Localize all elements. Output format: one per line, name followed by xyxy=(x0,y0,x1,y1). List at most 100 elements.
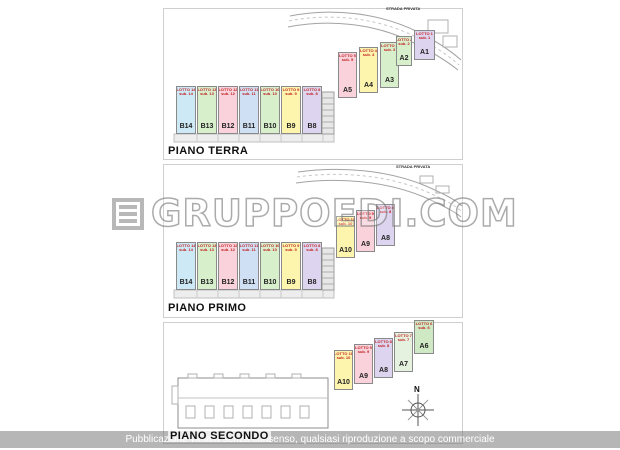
unit-sub-label: sub. 8 xyxy=(306,91,318,96)
unit-sub-label: sub. 12 xyxy=(221,91,235,96)
unit-code: A9 xyxy=(361,241,370,248)
unit-a6-secondo: LOTTO 6 sub. 6 A6 xyxy=(414,320,434,354)
unit-sub-label: sub. 8 xyxy=(306,247,318,252)
unit-code: B12 xyxy=(221,123,235,130)
unit-code: B10 xyxy=(263,123,277,130)
unit-code: A6 xyxy=(419,343,429,350)
unit-sub-label: sub. 6 xyxy=(418,325,430,330)
unit-sub-label: sub. 3 xyxy=(383,47,396,52)
unit-a10-secondo: LOTTO 10 sub. 10 A10 xyxy=(334,350,353,390)
unit-lotto-label: LOTTO 9 xyxy=(282,243,300,248)
unit-lotto-label: LOTTO 10 xyxy=(260,243,280,248)
unit-sub-label: sub. 10 xyxy=(336,355,351,360)
unit-lotto-label: LOTTO 8 xyxy=(375,339,392,344)
unit-code: A9 xyxy=(359,373,368,380)
unit-code: A5 xyxy=(343,87,352,94)
unit-sub-label: sub. 13 xyxy=(200,91,214,96)
unit-sub-label: sub. 12 xyxy=(221,247,235,252)
unit-code: A10 xyxy=(337,379,350,386)
unit-code: B10 xyxy=(263,279,277,286)
unit-a2-terra: LOTTO 2 sub. 2 A2 xyxy=(396,36,412,66)
unit-lotto-label: LOTTO 10 xyxy=(336,217,355,222)
unit-lotto-label: LOTTO 8 xyxy=(303,87,321,92)
unit-lotto-label: LOTTO 10 xyxy=(334,351,353,356)
unit-sub-label: sub. 13 xyxy=(200,247,214,252)
road-label-terra: STRADA PRIVATA xyxy=(386,6,421,11)
unit-lotto-label: LOTTO 11 xyxy=(239,87,259,92)
unit-sub-label: sub. 14 xyxy=(179,91,193,96)
unit-sub-label: sub. 5 xyxy=(341,57,354,62)
unit-sub-label: sub. 10 xyxy=(263,247,277,252)
unit-code: B12 xyxy=(221,279,235,286)
unit-sub-label: sub. 9 xyxy=(357,349,370,354)
unit-sub-label: sub. 7 xyxy=(397,337,410,342)
unit-a8-secondo: LOTTO 8 sub. 8 A8 xyxy=(374,338,393,378)
unit-b9-primo: LOTTO 9 sub. 9 B9 xyxy=(281,242,301,290)
unit-sub-label: sub. 10 xyxy=(338,221,353,226)
unit-lotto-label: LOTTO 6 xyxy=(415,321,433,326)
unit-sub-label: sub. 14 xyxy=(179,247,193,252)
gruppoedi-logo-icon xyxy=(112,197,144,230)
unit-sub-label: sub. 10 xyxy=(263,91,277,96)
unit-lotto-label: LOTTO 9 xyxy=(355,345,372,350)
unit-b10-primo: LOTTO 10 sub. 10 B10 xyxy=(260,242,280,290)
unit-code: A2 xyxy=(399,55,409,62)
unit-sub-label: sub. 9 xyxy=(285,247,297,252)
floor-panel-primo xyxy=(163,164,463,318)
unit-code: A7 xyxy=(399,361,408,368)
unit-code: B8 xyxy=(307,123,317,130)
unit-code: B13 xyxy=(200,123,214,130)
unit-b9-terra: LOTTO 9 sub. 9 B9 xyxy=(281,86,301,134)
unit-lotto-label: LOTTO 13 xyxy=(197,243,217,248)
bottom-watermark-band: Pubblicazione vietata senza consenso, qu… xyxy=(0,431,620,448)
unit-b8-primo: LOTTO 8 sub. 8 B8 xyxy=(302,242,322,290)
unit-b11-terra: LOTTO 11 sub. 11 B11 xyxy=(239,86,259,134)
unit-a1-terra: LOTTO 1 sub. 1 A1 xyxy=(414,30,435,60)
unit-code: B11 xyxy=(242,279,256,286)
floor-title-secondo: PIANO SECONDO xyxy=(168,430,271,442)
unit-b10-terra: LOTTO 10 sub. 10 B10 xyxy=(260,86,280,134)
unit-lotto-label: LOTTO 7 xyxy=(395,333,412,338)
unit-b8-terra: LOTTO 8 sub. 8 B8 xyxy=(302,86,322,134)
unit-code: A8 xyxy=(381,235,390,242)
unit-b12-primo: LOTTO 12 sub. 12 B12 xyxy=(218,242,238,290)
unit-lotto-label: LOTTO 10 xyxy=(260,87,280,92)
unit-code: B14 xyxy=(179,279,193,286)
unit-sub-label: sub. 11 xyxy=(242,91,256,96)
unit-a7-secondo: LOTTO 7 sub. 7 A7 xyxy=(394,332,413,372)
unit-code: B9 xyxy=(286,279,296,286)
unit-sub-label: sub. 11 xyxy=(242,247,256,252)
unit-lotto-label: LOTTO 12 xyxy=(218,243,238,248)
unit-sub-label: sub. 9 xyxy=(359,215,372,220)
unit-a9-primo: LOTTO 9 sub. 9 A9 xyxy=(356,210,375,252)
unit-b13-primo: LOTTO 13 sub. 13 B13 xyxy=(197,242,217,290)
unit-code: A4 xyxy=(364,82,373,89)
unit-code: A8 xyxy=(379,367,388,374)
unit-code: B13 xyxy=(200,279,214,286)
unit-code: A3 xyxy=(385,77,394,84)
unit-code: B8 xyxy=(307,279,317,286)
unit-lotto-label: LOTTO 13 xyxy=(197,87,217,92)
floor-title-primo: PIANO PRIMO xyxy=(168,302,247,314)
unit-lotto-label: LOTTO 14 xyxy=(176,87,196,92)
unit-lotto-label: LOTTO 12 xyxy=(218,87,238,92)
unit-code: B14 xyxy=(179,123,193,130)
road-label-primo: STRADA PRIVATA xyxy=(396,164,431,169)
floor-title-terra: PIANO TERRA xyxy=(168,145,249,157)
unit-b14-terra: LOTTO 14 sub. 14 B14 xyxy=(176,86,196,134)
unit-sub-label: sub. 9 xyxy=(285,91,297,96)
unit-lotto-label: LOTTO 9 xyxy=(282,87,300,92)
unit-a10-primo: LOTTO 10 sub. 10 A10 xyxy=(336,216,355,258)
unit-sub-label: sub. 8 xyxy=(377,343,390,348)
unit-a9-secondo: LOTTO 9 sub. 9 A9 xyxy=(354,344,373,384)
unit-a5-terra: LOTTO 5 sub. 5 A5 xyxy=(338,52,357,98)
unit-b13-terra: LOTTO 13 sub. 13 B13 xyxy=(197,86,217,134)
unit-lotto-label: LOTTO 8 xyxy=(303,243,321,248)
unit-code: B11 xyxy=(242,123,256,130)
unit-a8-primo: LOTTO 8 sub. 8 A8 xyxy=(376,204,395,246)
unit-sub-label: sub. 8 xyxy=(379,209,392,214)
unit-b11-primo: LOTTO 11 sub. 11 B11 xyxy=(239,242,259,290)
unit-sub-label: sub. 4 xyxy=(362,52,375,57)
unit-code: A10 xyxy=(339,247,352,254)
